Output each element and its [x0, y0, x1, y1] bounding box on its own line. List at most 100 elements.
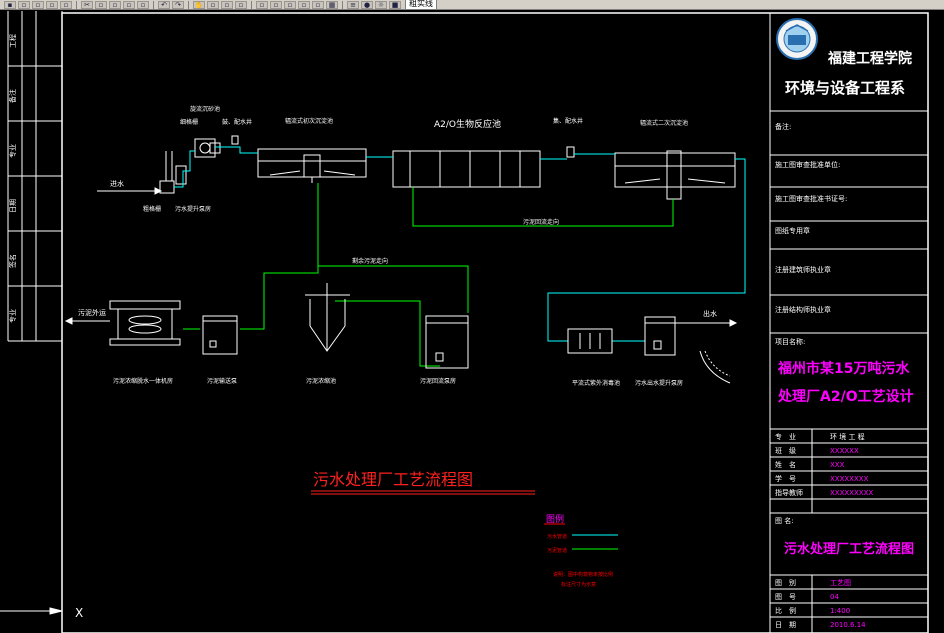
- school-name: 福建工程学院: [827, 50, 912, 67]
- zoom-previous-icon[interactable]: ▫: [235, 0, 247, 9]
- secondary-clarifier-unit: [614, 150, 736, 200]
- drawing-canvas[interactable]: 工程 备注 专业 日期 签名 专业 进水 粗格栅 污水提升泵房 旋流沉砂池 细格…: [0, 11, 944, 633]
- measure-pump-label: 鼓、配水井: [222, 118, 252, 126]
- bottom-value-scale: 1:400: [830, 607, 850, 615]
- standard-toolbar: ▪ ▫ ▫ ▫ ▫ ✂ ▫ ▫ ▫ ▫ ↶ ↷ ✋ ▫ ▫ ▫ ▫ ▫ ▫ ▫ …: [0, 0, 944, 10]
- calculator-icon[interactable]: ▦: [326, 0, 338, 9]
- department-name: 环境与设备工程系: [785, 79, 905, 97]
- tb-row-architect: 注册建筑师执业章: [775, 265, 831, 274]
- drawing-name-label: 图 名:: [775, 516, 794, 525]
- bottom-value-type: 工艺图: [830, 579, 851, 587]
- dewatering-room-label: 污泥浓缩脱水一体机房: [113, 377, 173, 385]
- info-label-id: 学 号: [775, 474, 796, 483]
- tb-row-review-cert: 施工图审查批准书证号:: [775, 194, 847, 203]
- sludge-pipes: [183, 183, 674, 367]
- legend-note-1: 说明：图中构筑物未按比例: [553, 571, 613, 578]
- thickener-unit: [305, 283, 350, 352]
- info-label-major: 专 业: [775, 432, 796, 441]
- outfall-bank: [699, 350, 731, 384]
- uv-disinfection-unit: [567, 328, 613, 354]
- tb-row-review-unit: 施工图审查批准单位:: [775, 160, 840, 169]
- cut-icon[interactable]: ✂: [81, 0, 93, 9]
- match-icon[interactable]: ▫: [60, 0, 72, 9]
- secondary-clarifier-label: 辐流式二次沉淀池: [640, 119, 688, 127]
- sheet-set-icon[interactable]: ▫: [298, 0, 310, 9]
- influent-arrow: [97, 187, 163, 195]
- grit-chamber-unit: [194, 138, 221, 158]
- sludge-out-arrow: [64, 317, 110, 325]
- markup-icon[interactable]: ▫: [312, 0, 324, 9]
- redo-icon[interactable]: ↷: [172, 0, 184, 9]
- design-center-icon[interactable]: ▫: [270, 0, 282, 9]
- project-name-line2: 处理厂A2/O工艺设计: [777, 388, 914, 405]
- info-value-name: XXX: [830, 461, 845, 469]
- bottom-label-type: 图 别: [775, 578, 796, 587]
- project-name-line1: 福州市某15万吨污水: [777, 360, 910, 377]
- sewage-pipes: [174, 146, 746, 342]
- info-value-advisor: XXXXXXXXX: [830, 489, 873, 497]
- properties-icon[interactable]: ▫: [256, 0, 268, 9]
- info-value-major: 环 境 工 程: [830, 432, 865, 441]
- bottom-value-date: 2010.6.14: [830, 621, 866, 629]
- save-icon[interactable]: ▪: [4, 0, 16, 9]
- tb-row-seal: 图纸专用章: [775, 226, 810, 235]
- layer-freeze-icon[interactable]: ☼: [375, 0, 387, 9]
- strip-label-2: 备注: [8, 89, 17, 103]
- sludge-pump-house-label: 污泥回流泵房: [420, 377, 456, 385]
- strip-label-1: 工程: [8, 34, 17, 48]
- legend-item-sludge: 污泥管道: [547, 547, 567, 554]
- drawing-name: 污水处理厂工艺流程图: [784, 541, 914, 557]
- ucs-x-label: X: [75, 606, 83, 620]
- uv-disinfection-label: 平流式紫外消毒池: [572, 379, 620, 387]
- tool-palettes-icon[interactable]: ▫: [284, 0, 296, 9]
- thickener-label: 污泥浓缩池: [306, 377, 336, 385]
- layer-color-icon[interactable]: ■: [389, 0, 401, 9]
- lift-pump-label: 污水提升泵房: [175, 205, 211, 213]
- strip-label-5: 签名: [8, 254, 17, 268]
- drawing-title: 污水处理厂工艺流程图: [313, 470, 473, 489]
- layer-dropdown[interactable]: 粗实线: [405, 0, 437, 10]
- pan-icon[interactable]: ✋: [193, 0, 205, 9]
- effluent-arrow: [675, 319, 738, 327]
- print-icon[interactable]: ▫: [18, 0, 30, 9]
- info-value-class: XXXXXX: [830, 447, 859, 455]
- distribution-well-label: 集、配水井: [553, 117, 583, 125]
- return-sludge-line-label: 污泥回流走向: [523, 218, 559, 226]
- layer-manager-icon[interactable]: ≡: [347, 0, 359, 9]
- tb-row-remarks: 备注:: [775, 122, 791, 131]
- strip-label-6: 专业: [8, 309, 17, 323]
- legend-title: 图例: [546, 513, 564, 525]
- effluent-pump-unit: [644, 316, 676, 356]
- ucs-icon: [0, 607, 63, 615]
- effluent-pump-label: 污水出水提升泵房: [635, 379, 683, 387]
- info-label-class: 班 级: [775, 446, 796, 455]
- publish-icon[interactable]: ▫: [46, 0, 58, 9]
- fine-screen-label: 细格栅: [180, 118, 198, 126]
- strip-label-4: 日期: [9, 199, 17, 213]
- sludge-out-label: 污泥外运: [78, 308, 106, 317]
- toolbar-separator: [188, 0, 189, 9]
- preview-icon[interactable]: ▫: [32, 0, 44, 9]
- undo-icon[interactable]: ↶: [158, 0, 170, 9]
- zoom-realtime-icon[interactable]: ▫: [207, 0, 219, 9]
- toolbar-separator: [342, 0, 343, 9]
- paste-icon[interactable]: ▫: [109, 0, 121, 9]
- bottom-label-scale: 比 例: [775, 606, 796, 615]
- copy-icon[interactable]: ▫: [95, 0, 107, 9]
- brush-icon[interactable]: ▫: [123, 0, 135, 9]
- pencil-icon[interactable]: ▫: [137, 0, 149, 9]
- a2o-tank-unit: [392, 150, 541, 188]
- outfall-channel: [704, 350, 731, 377]
- zoom-window-icon[interactable]: ▫: [221, 0, 233, 9]
- school-logo: [776, 18, 818, 60]
- legend-note-2: 标注尺寸为示意: [561, 581, 596, 588]
- influent-label: 进水: [110, 179, 124, 188]
- dewatering-room-unit: [109, 300, 181, 346]
- legend-item-sewage: 污水管道: [547, 533, 567, 540]
- canvas-background: [0, 11, 944, 633]
- distribution-well: [566, 146, 575, 158]
- coarse-screen-label: 粗格栅: [143, 205, 161, 213]
- layer-state-icon[interactable]: ●: [361, 0, 373, 9]
- primary-clarifier-label: 辐流式初次沉淀池: [285, 117, 333, 125]
- info-label-name: 姓 名: [775, 460, 796, 469]
